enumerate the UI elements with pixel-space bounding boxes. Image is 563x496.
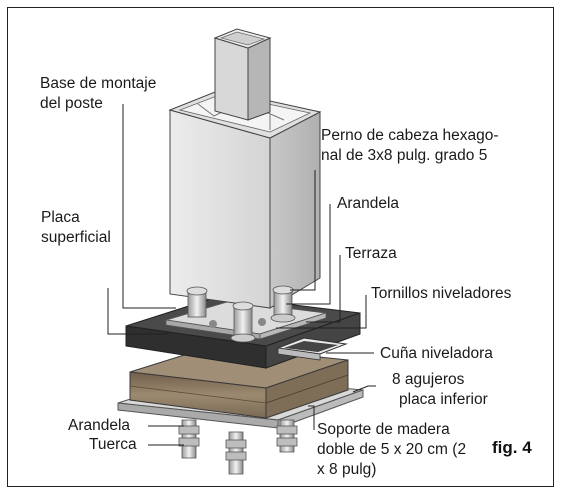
- post: [168, 89, 322, 309]
- label-tuerca: Tuerca: [89, 436, 137, 453]
- post-insert: [213, 28, 272, 121]
- label-arandela-top: Arandela: [337, 195, 400, 212]
- leader-lines: [107, 104, 376, 446]
- bottom-bolts: [178, 419, 298, 475]
- leader-placa: [107, 288, 168, 335]
- leader-soporte: [308, 405, 315, 430]
- label-arandela-bottom: Arandela: [68, 417, 131, 434]
- leader-terraza: [306, 255, 341, 323]
- leader-agujeros: [352, 385, 376, 393]
- top-bolts: [186, 285, 296, 343]
- label-tornillos: Tornillos niveladores: [371, 285, 512, 302]
- label-cuna: Cuña niveladora: [380, 345, 493, 362]
- leader-tornillos: [276, 295, 367, 329]
- leveling-wedge: [276, 337, 348, 361]
- label-terraza: Terraza: [345, 245, 397, 262]
- post-mount-illustration: [107, 28, 376, 475]
- figure-label: fig. 4: [492, 438, 532, 457]
- leader-perno: [290, 170, 316, 291]
- leader-base-montaje: [122, 104, 176, 309]
- label-perno: Perno de cabeza hexago-nal de 3x8 pulg. …: [321, 127, 499, 164]
- leader-arandela-top: [286, 204, 331, 305]
